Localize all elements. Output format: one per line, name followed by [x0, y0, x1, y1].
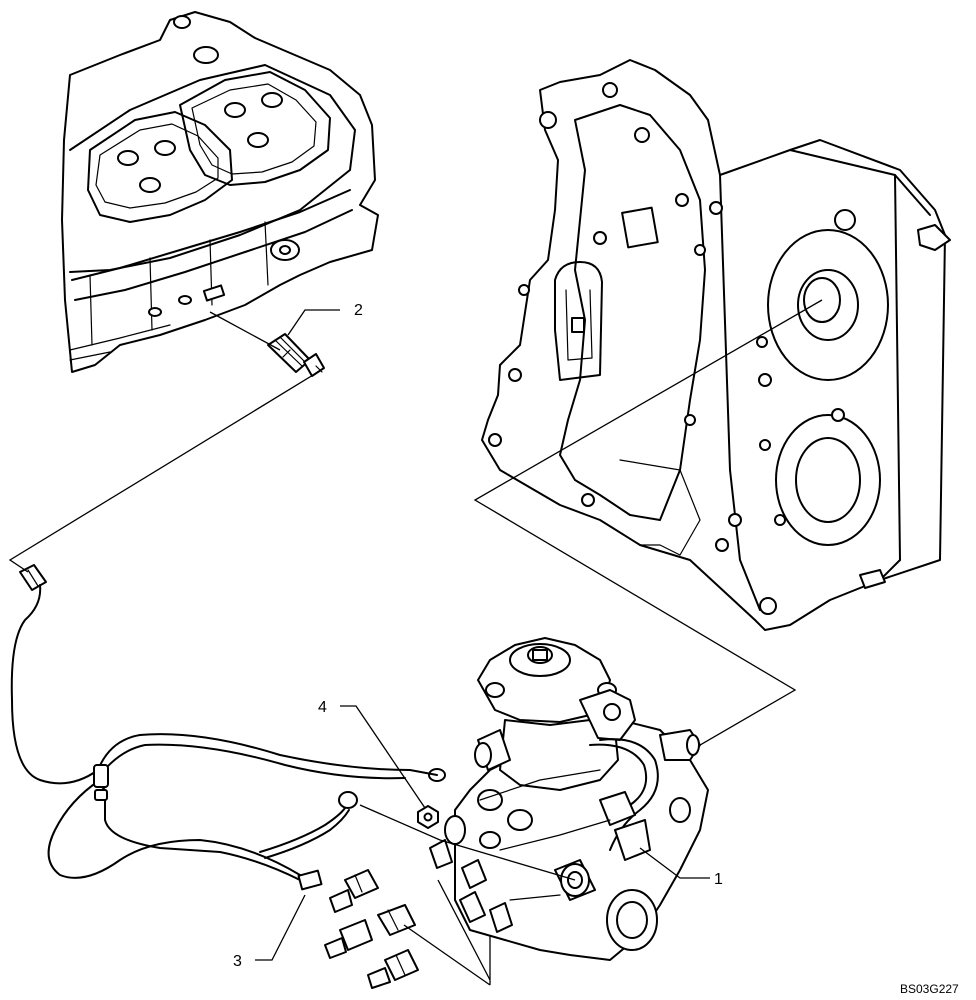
injection-pump-part-1 [429, 637, 709, 961]
callout-1: 1 [714, 871, 723, 888]
loose-fittings [324, 768, 446, 989]
temperature-sender-part-2 [267, 333, 325, 377]
callout-leaders [255, 309, 710, 961]
callout-leader-3 [255, 894, 306, 961]
callout-3: 3 [233, 953, 242, 970]
callout-4: 4 [318, 699, 327, 716]
assembly-lines [8, 299, 823, 986]
callout-leader-1 [639, 847, 710, 879]
timing-gear-housing-drawing [481, 59, 951, 631]
drawing-code: BS03G227 [900, 982, 959, 996]
callout-leader-4 [340, 705, 426, 809]
cylinder-head-drawing [61, 11, 379, 373]
wiring-harness-part-3 [10, 564, 438, 891]
callout-leader-2 [287, 309, 340, 336]
callout-2: 2 [354, 302, 363, 319]
